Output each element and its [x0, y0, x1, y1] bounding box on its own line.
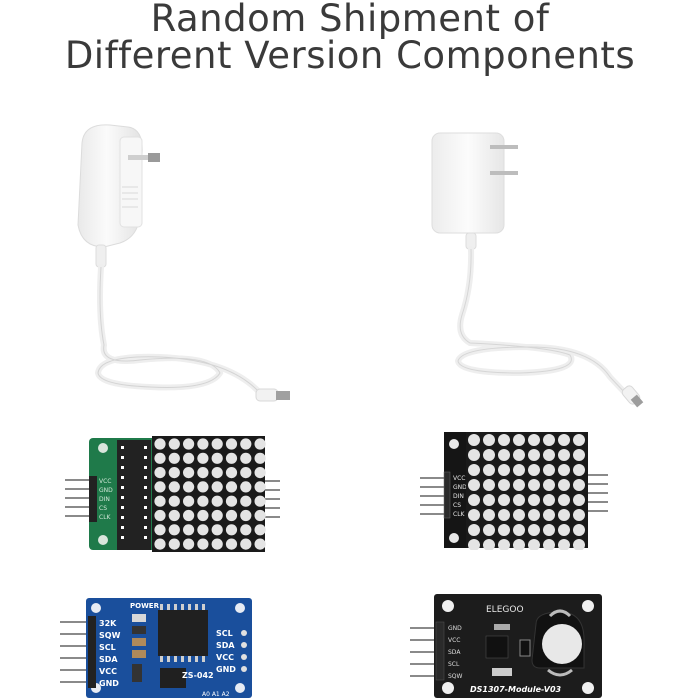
svg-text:GND: GND — [453, 484, 467, 491]
svg-text:A0 A1 A2: A0 A1 A2 — [202, 691, 230, 698]
svg-text:VCC: VCC — [216, 653, 234, 662]
model-label: DS1307-Module-V03 — [470, 685, 562, 694]
brand-label: ELEGOO — [486, 605, 524, 615]
svg-text:SCL: SCL — [448, 661, 460, 668]
title-line-2: Different Version Components — [64, 34, 636, 77]
svg-text:ZS-042: ZS-042 — [182, 671, 214, 680]
svg-text:VCC: VCC — [99, 478, 111, 485]
svg-text:DIN: DIN — [453, 493, 464, 500]
svg-text:POWER: POWER — [130, 602, 160, 610]
svg-text:SQW: SQW — [448, 673, 463, 680]
svg-text:32K: 32K — [99, 619, 117, 628]
svg-text:GND: GND — [99, 487, 113, 494]
svg-text:CS: CS — [453, 502, 461, 509]
svg-text:DIN: DIN — [99, 496, 110, 503]
power-adapter-left — [60, 115, 310, 415]
power-adapter-right — [400, 115, 660, 415]
svg-text:VCC: VCC — [453, 475, 465, 482]
svg-text:SDA: SDA — [99, 655, 118, 664]
page-title: Random Shipment of Different Version Com… — [0, 0, 700, 74]
svg-text:GND: GND — [216, 665, 236, 674]
svg-text:CLK: CLK — [99, 514, 112, 521]
led-matrix-module-black: VCC GND DIN CS CLK — [420, 430, 610, 550]
svg-text:CS: CS — [99, 505, 107, 512]
svg-text:SCL: SCL — [216, 629, 233, 638]
svg-text:VCC: VCC — [99, 667, 117, 676]
pin-labels: VCC GND DIN CS CLK — [99, 478, 113, 521]
svg-text:VCC: VCC — [448, 637, 460, 644]
svg-text:GND: GND — [99, 679, 119, 688]
svg-text:CLK: CLK — [453, 511, 466, 518]
svg-text:SQW: SQW — [99, 631, 121, 640]
svg-text:SCL: SCL — [99, 643, 116, 652]
svg-text:GND: GND — [448, 625, 462, 632]
led-matrix-module-green: VCC GND DIN CS CLK — [65, 436, 290, 554]
svg-text:SDA: SDA — [216, 641, 235, 650]
rtc-module-ds1307-black: GND VCC SDA SCL SQW ELEGOO DS1307-Module-V03 — [410, 590, 605, 700]
svg-text:SDA: SDA — [448, 649, 461, 656]
rtc-module-ds3231-blue: 32K SQW SCL SDA VCC GND POWER ZS-042 A0 A1 A… — [60, 596, 255, 700]
title-line-1: Random Shipment of — [150, 0, 550, 40]
